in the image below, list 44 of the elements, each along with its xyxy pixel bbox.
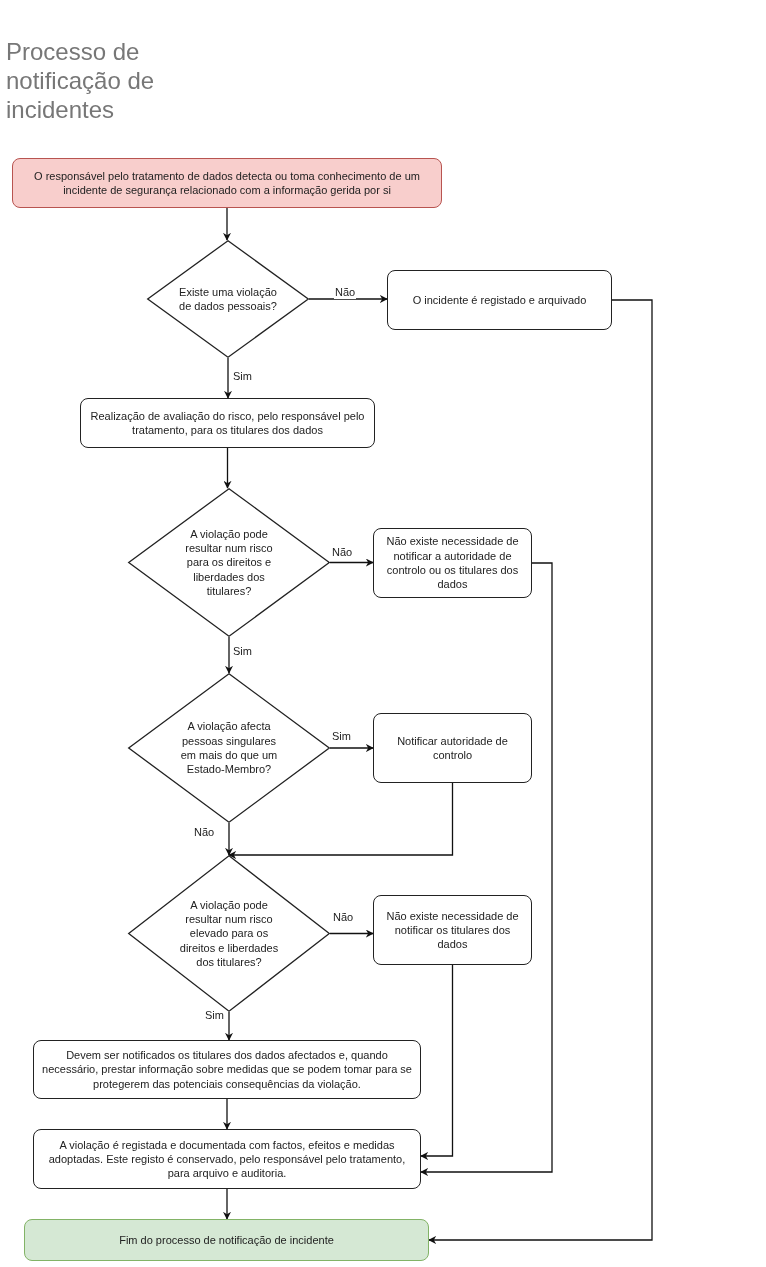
arrow [225,1011,233,1041]
node-text: Fim do processo de notificação de incidente [119,1232,334,1248]
arrow [329,744,374,752]
node-text: Notificar autoridade de controlo [396,733,509,763]
process-box [373,528,532,598]
start-box [12,158,442,208]
process-box [80,398,375,448]
arrow [420,964,454,1160]
end-box [24,1219,429,1261]
process-box [387,270,612,330]
node-text: Realização de avaliação do risco, pelo responsável pelo tratamento, para os titulares dos dados [89,408,366,438]
node-text: A violação é registada e documentada com factos, efeitos e medidas adoptadas. Este registo é conservado, pelo responsável pelo tratamento, para arquivo e auditoria. [47,1137,407,1181]
node-text: O responsável pelo tratamento de dados detecta ou toma conhecimento de um incidente de segurança relacionado com a informação gerida por si [33,168,421,198]
diagram-title: Processo de notificação de incidentes [6,38,156,125]
node-text: Não existe necessidade de notificar a autoridade de controlo ou os titulares dos dados [385,534,520,592]
decision-diamond [128,488,330,637]
node-text: A violação afecta pessoas singulares em mais do que um Estado-Membro? [179,719,279,777]
edge-label: Não [334,286,357,300]
arrow [223,447,232,489]
node-text: Não existe necessidade de notificar os titulares dos dados [385,908,520,952]
process-box [33,1129,421,1189]
decision-diamond [147,240,309,358]
process-box [373,895,532,965]
arrow [329,929,374,938]
arrow [308,295,388,303]
arrow [225,822,233,856]
node-text: A violação pode resultar num risco elevado para os direitos e liberdades dos titulares? [179,897,279,970]
decision-diamond [128,855,330,1012]
arrow [228,782,454,859]
process-box [373,713,532,783]
arrow [223,1098,231,1130]
arrow [223,207,231,241]
process-box [33,1040,421,1099]
arrow [428,299,653,1244]
arrow [225,636,233,674]
node-text: Devem ser notificados os titulares dos dados afectados e, quando necessário, prestar informação sobre medidas que se podem tomar para se protegerem das potenciais consequências da violação. [41,1048,413,1091]
arrow [329,558,374,567]
node-text: A violação pode resultar num risco para os direitos e liberdades dos titulares? [184,526,274,599]
node-text: O incidente é registado e arquivado [412,292,587,308]
node-text: Existe uma violação de dados pessoais? [178,284,278,314]
arrow [223,1188,231,1220]
decision-diamond [128,673,330,823]
arrow [420,562,553,1176]
arrow [224,357,232,399]
